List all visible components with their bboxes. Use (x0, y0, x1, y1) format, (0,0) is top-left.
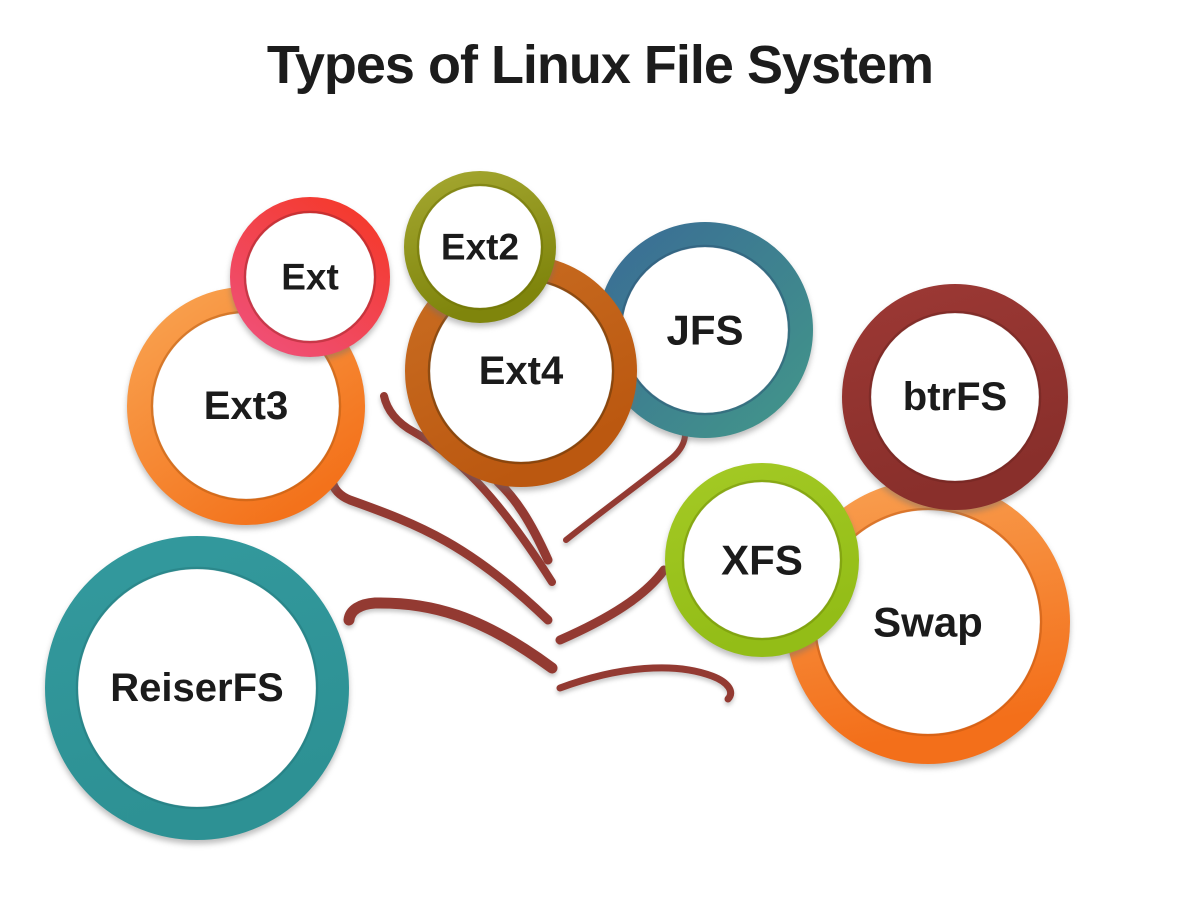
tree-branch-right-xfs (555, 565, 669, 645)
fs-node-inner-edge-ext (243, 210, 377, 344)
fs-node-label-reiserfs: ReiserFS (110, 666, 283, 710)
fs-node-ring-xfs (665, 463, 859, 657)
tree-branch-trunk-prong (493, 477, 553, 565)
fs-node-ring-reiserfs (45, 536, 349, 840)
fs-node-ring-btrfs (842, 284, 1068, 510)
fs-node-btrfs: btrFS (842, 284, 1068, 510)
fs-node-ext2: Ext2 (404, 171, 556, 323)
fs-node-disc-ext (232, 199, 388, 355)
fs-node-label-btrfs: btrFS (903, 375, 1007, 419)
fs-node-reiserfs: ReiserFS (45, 536, 349, 840)
fs-node-inner-edge-ext2 (416, 183, 544, 311)
fs-node-label-swap: Swap (873, 599, 983, 646)
tree-branch-low-left (343, 597, 558, 674)
fs-node-xfs: XFS (665, 463, 859, 657)
fs-node-label-jfs: JFS (666, 307, 743, 354)
fs-node-inner-edge-btrfs (868, 310, 1042, 484)
page-title: Types of Linux File System (266, 35, 934, 95)
fs-node-label-ext2: Ext2 (441, 227, 519, 268)
fs-node-ring-ext (230, 197, 390, 357)
fs-node-label-ext: Ext (281, 257, 339, 298)
fs-node-ring-ext2 (404, 171, 556, 323)
fs-node-ext: Ext (230, 197, 390, 357)
fs-node-inner-edge-xfs (681, 479, 843, 641)
fs-node-disc-xfs (667, 465, 857, 655)
fs-node-label-xfs: XFS (721, 537, 803, 584)
tree-branch-mid-left (327, 475, 553, 625)
tree-branch-right-jfs (563, 428, 689, 543)
fs-node-disc-ext2 (406, 173, 554, 321)
fs-node-inner-edge-reiserfs (75, 566, 319, 810)
fs-node-disc-btrfs (844, 286, 1066, 508)
fs-node-disc-reiserfs (47, 538, 347, 838)
fs-node-label-ext3: Ext3 (204, 384, 289, 428)
tree-branch-right-curl (556, 664, 735, 703)
fs-node-disc-jfs (599, 224, 811, 436)
fs-node-label-ext4: Ext4 (479, 349, 564, 393)
